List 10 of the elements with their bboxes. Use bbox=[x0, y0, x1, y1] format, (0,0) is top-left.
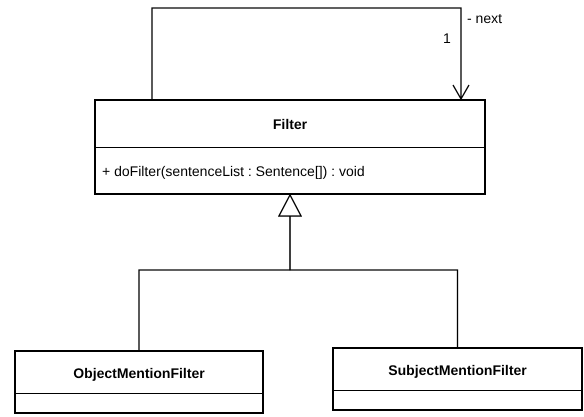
association-arrow bbox=[151, 7, 470, 100]
multiplicity-label: 1 bbox=[443, 30, 451, 46]
class-box bbox=[94, 99, 486, 195]
generalization-arrow bbox=[278, 194, 458, 347]
class-name: ObjectMentionFilter bbox=[73, 364, 205, 380]
method-signature: + doFilter(sentenceList : Sentence[]) : void bbox=[102, 162, 365, 178]
class-box bbox=[14, 350, 264, 414]
class-name: SubjectMentionFilter bbox=[388, 362, 527, 378]
class-name: Filter bbox=[272, 116, 308, 132]
class-box bbox=[332, 347, 583, 411]
